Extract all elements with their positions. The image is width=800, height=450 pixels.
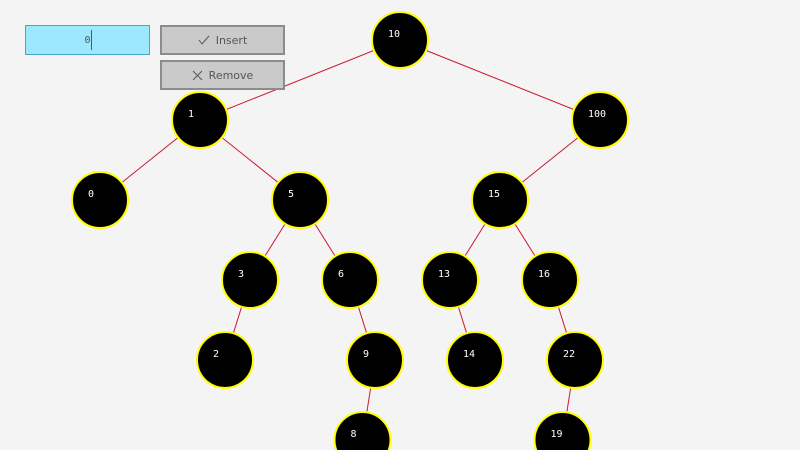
tree-node-8[interactable]: 8 <box>333 411 392 450</box>
node-circle <box>271 171 329 229</box>
edges-layer <box>99 39 601 441</box>
node-label: 2 <box>213 349 219 360</box>
node-label: 19 <box>551 429 563 440</box>
tree-node-22[interactable]: 22 <box>546 331 604 389</box>
node-label: 0 <box>88 189 94 200</box>
tree-node-10[interactable]: 10 <box>371 11 429 69</box>
node-label: 13 <box>438 269 450 280</box>
tree-node-1[interactable]: 1 <box>171 91 229 149</box>
node-circle <box>196 331 254 389</box>
tree-node-5[interactable]: 5 <box>271 171 329 229</box>
node-circle <box>333 411 392 450</box>
node-circle <box>533 411 592 450</box>
tree-edge <box>399 39 601 121</box>
node-label: 100 <box>588 109 606 120</box>
tree-node-2[interactable]: 2 <box>196 331 254 389</box>
node-circle <box>371 11 429 69</box>
node-circle <box>521 251 579 309</box>
node-label: 9 <box>363 349 369 360</box>
node-label: 6 <box>338 269 344 280</box>
tree-node-6[interactable]: 6 <box>321 251 379 309</box>
tree-node-19[interactable]: 19 <box>533 411 592 450</box>
node-circle <box>546 331 604 389</box>
insert-button-label: Insert <box>215 33 248 47</box>
node-label: 8 <box>351 429 357 440</box>
x-icon <box>192 70 203 81</box>
node-label: 16 <box>538 269 550 280</box>
tree-edge <box>199 39 401 121</box>
node-label: 22 <box>563 349 575 360</box>
remove-button-label: Remove <box>208 68 254 82</box>
node-circle <box>446 331 504 389</box>
check-icon <box>198 35 210 45</box>
node-label: 14 <box>463 349 475 360</box>
node-label: 5 <box>288 189 294 200</box>
tree-node-9[interactable]: 9 <box>346 331 404 389</box>
tree-node-3[interactable]: 3 <box>221 251 279 309</box>
node-circle <box>221 251 279 309</box>
tree-node-0[interactable]: 0 <box>71 171 129 229</box>
node-label: 10 <box>388 29 400 40</box>
tree-node-14[interactable]: 14 <box>446 331 504 389</box>
tree-node-100[interactable]: 100 <box>571 91 629 149</box>
node-circle <box>71 171 129 229</box>
node-label: 3 <box>238 269 244 280</box>
text-caret <box>91 30 92 50</box>
tree-node-15[interactable]: 15 <box>471 171 529 229</box>
insert-button[interactable]: Insert <box>160 25 285 55</box>
remove-button[interactable]: Remove <box>160 60 285 90</box>
node-circle <box>171 91 229 149</box>
node-circle <box>571 91 629 149</box>
node-label: 15 <box>488 189 500 200</box>
node-circle <box>346 331 404 389</box>
node-circle <box>321 251 379 309</box>
tree-node-16[interactable]: 16 <box>521 251 579 309</box>
node-circle <box>421 251 479 309</box>
tree-node-13[interactable]: 13 <box>421 251 479 309</box>
node-circle <box>471 171 529 229</box>
value-input[interactable] <box>25 25 150 55</box>
node-label: 1 <box>188 109 194 120</box>
